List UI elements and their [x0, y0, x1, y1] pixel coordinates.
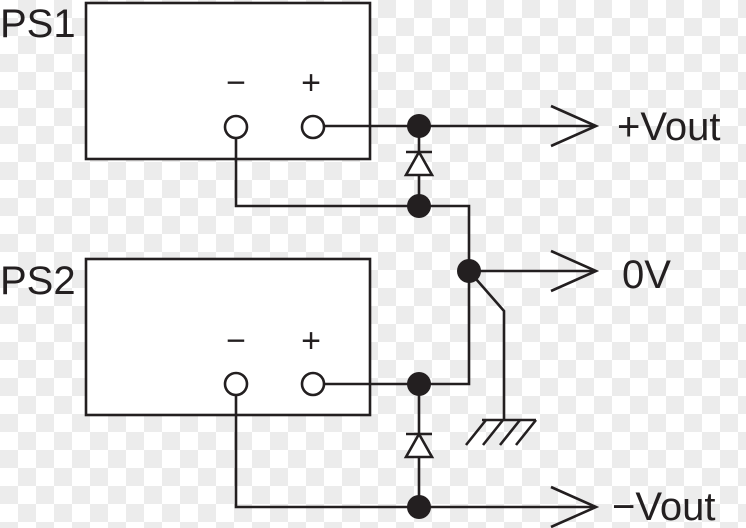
output-zero-label: 0V: [622, 253, 671, 297]
ps2-plus-symbol: +: [301, 322, 321, 360]
junction-vout-positive: [407, 114, 431, 138]
ps2-label: PS2: [0, 259, 76, 303]
junction-ps1-minus: [407, 194, 431, 218]
wire-common-to-ps2-plus: [325, 271, 471, 386]
ps2-minus-terminal: [223, 371, 249, 397]
output-negative-label: −Vout: [612, 485, 715, 528]
ground-icon: [464, 418, 538, 446]
ps2-plus-terminal: [300, 371, 326, 397]
output-positive-label: +Vout: [617, 105, 720, 149]
wire-ground: [468, 270, 506, 420]
ps1-plus-terminal: [300, 114, 326, 140]
junction-common: [457, 259, 481, 283]
arrow-zero-icon: [550, 249, 600, 293]
junction-ps2-plus: [407, 372, 431, 396]
arrow-positive-icon: [550, 104, 600, 148]
wire-ps1-minus-to-common: [234, 139, 471, 271]
ps1-plus-symbol: +: [301, 64, 321, 102]
diode-2-icon: [403, 431, 435, 459]
junction-vout-negative: [407, 495, 431, 519]
ps1-minus-symbol: −: [226, 64, 246, 102]
ps1-minus-terminal: [223, 114, 249, 140]
ps1-label: PS1: [0, 2, 76, 46]
diode-1-icon: [403, 149, 435, 177]
wire-ps2-minus-to-vout: [234, 396, 596, 509]
arrow-negative-icon: [550, 485, 600, 528]
ps2-minus-symbol: −: [226, 322, 246, 360]
